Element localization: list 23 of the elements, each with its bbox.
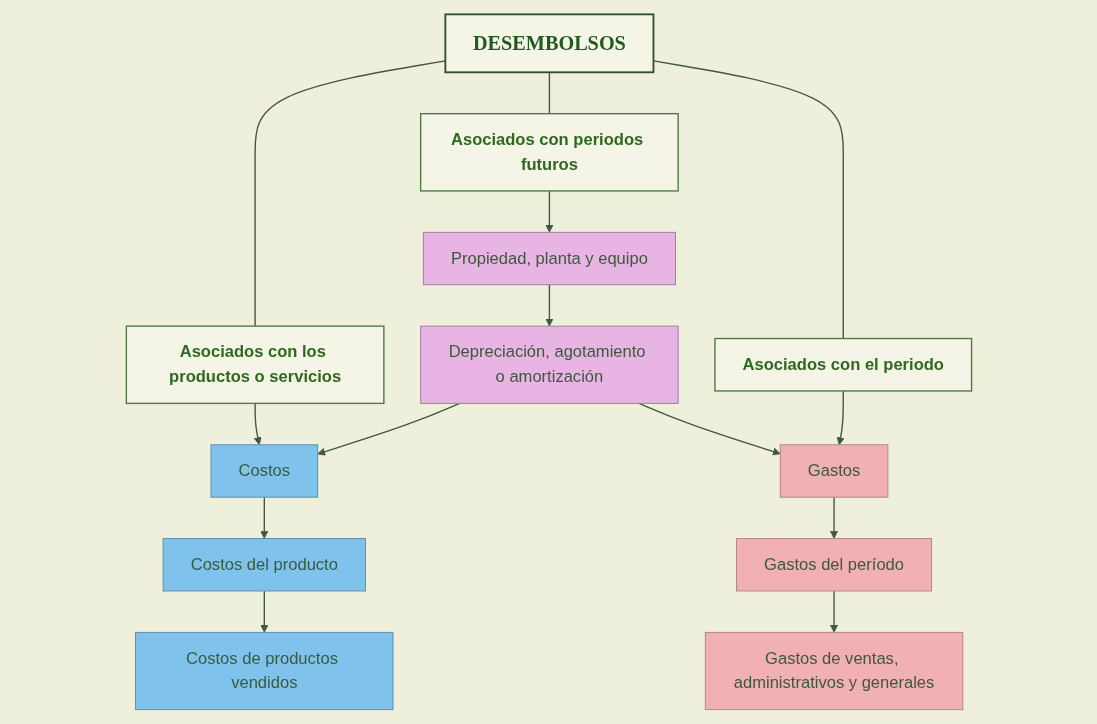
node-box: Asociados con los productos o servicios bbox=[125, 325, 385, 405]
node-box: Gastos del período bbox=[735, 538, 932, 592]
node-box: Costos bbox=[210, 444, 318, 498]
arrow bbox=[259, 496, 268, 539]
arrow bbox=[253, 402, 262, 446]
node-box: Asociados con el periodo bbox=[713, 337, 972, 392]
arrow bbox=[836, 390, 845, 446]
node-box: Propiedad, planta y equipo bbox=[422, 231, 676, 286]
arrow bbox=[544, 284, 553, 327]
connector bbox=[652, 60, 844, 340]
node-box: Costos de productos vendidos bbox=[134, 631, 394, 711]
node-box: Costos del producto bbox=[162, 538, 366, 592]
connector bbox=[548, 71, 550, 115]
node-box: DESEMBOLSOS bbox=[443, 13, 654, 74]
arrow bbox=[259, 590, 268, 633]
arrow bbox=[829, 590, 838, 633]
node-box: Gastos de ventas, administrativos y generales bbox=[704, 631, 963, 711]
node-box: Asociados con periodos futuros bbox=[419, 113, 679, 192]
node-box: Gastos bbox=[779, 444, 888, 498]
arrow bbox=[829, 496, 838, 539]
node-box: Depreciación, agotamiento o amortización bbox=[419, 325, 679, 404]
arrow bbox=[316, 402, 460, 456]
arrow bbox=[544, 190, 553, 233]
